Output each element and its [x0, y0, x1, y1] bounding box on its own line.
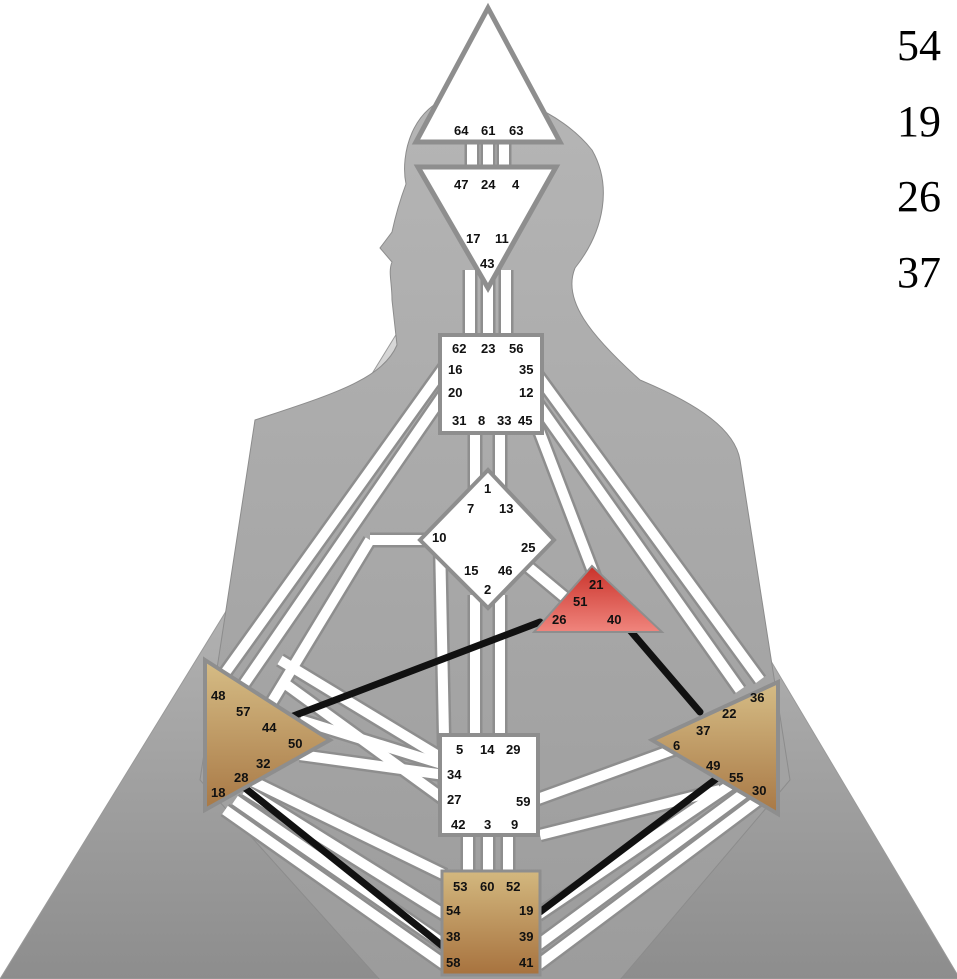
gate-label: 50: [288, 736, 302, 751]
solar-plexus-center: 36 22 37 6 49 55 30: [647, 678, 780, 818]
gate-label: 51: [573, 594, 587, 609]
gate-label: 62: [452, 341, 466, 356]
gate-label: 35: [519, 362, 533, 377]
gate-label: 55: [729, 770, 743, 785]
gate-label: 61: [481, 123, 495, 138]
gate-label: 34: [447, 767, 462, 782]
gate-label: 26: [552, 612, 566, 627]
channel-26-44: [284, 618, 544, 722]
gate-label: 46: [498, 563, 512, 578]
gate-label: 24: [481, 177, 496, 192]
gate-label: 44: [262, 720, 277, 735]
gate-label: 32: [256, 756, 270, 771]
gate-label: 11: [495, 231, 509, 246]
throat-center: 62 23 56 16 35 20 12 31 8 33 45: [438, 333, 544, 435]
gate-label: 19: [519, 903, 533, 918]
gate-label: 33: [497, 413, 511, 428]
sacral-center: 5 14 29 34 27 59 42 3 9: [438, 733, 540, 837]
gate-label: 21: [589, 577, 603, 592]
gate-label: 14: [480, 742, 495, 757]
gate-label: 15: [464, 563, 478, 578]
gate-label: 45: [518, 413, 532, 428]
side-number: 37: [897, 248, 941, 297]
gate-label: 43: [480, 256, 494, 271]
gate-label: 7: [467, 501, 474, 516]
gate-label: 48: [211, 688, 225, 703]
gate-label: 30: [752, 783, 766, 798]
gate-label: 23: [481, 341, 495, 356]
gate-label: 10: [432, 530, 446, 545]
gate-label: 53: [453, 879, 467, 894]
gate-label: 49: [706, 758, 720, 773]
side-number-list: 54 19 26 37: [897, 21, 941, 297]
gate-label: 2: [484, 582, 491, 597]
side-number: 26: [897, 172, 941, 221]
gate-label: 54: [446, 903, 461, 918]
gate-label: 25: [521, 540, 535, 555]
root-center: 53 60 52 54 19 38 39 58 41: [440, 869, 542, 977]
gate-label: 60: [480, 879, 494, 894]
gate-label: 27: [447, 792, 461, 807]
ego-center: 21 51 26 40: [531, 564, 665, 633]
gate-label: 63: [509, 123, 523, 138]
gate-label: 42: [451, 817, 465, 832]
active-channels: [241, 618, 724, 952]
gate-label: 58: [446, 955, 460, 970]
g-center: 1 7 13 10 25 15 46 2: [417, 467, 557, 611]
gate-label: 22: [722, 706, 736, 721]
gate-label: 36: [750, 690, 764, 705]
gate-label: 38: [446, 929, 460, 944]
gate-label: 28: [234, 770, 248, 785]
gate-label: 13: [499, 501, 513, 516]
gate-label: 41: [519, 955, 533, 970]
gate-label: 59: [516, 794, 530, 809]
gate-label: 16: [448, 362, 462, 377]
gate-label: 57: [236, 704, 250, 719]
gate-label: 4: [512, 177, 520, 192]
channel-18-58: [241, 784, 449, 952]
channel-37-40: [624, 624, 704, 716]
gate-label: 20: [448, 385, 462, 400]
gate-label: 3: [484, 817, 491, 832]
side-number: 54: [897, 21, 941, 70]
gate-label: 31: [452, 413, 466, 428]
gate-label: 64: [454, 123, 469, 138]
gate-label: 17: [466, 231, 480, 246]
gate-label: 56: [509, 341, 523, 356]
gate-label: 40: [607, 612, 621, 627]
gate-label: 47: [454, 177, 468, 192]
ajna-center: 47 24 4 17 11 43: [413, 164, 561, 294]
gate-label: 12: [519, 385, 533, 400]
head-center: 64 61 63: [411, 2, 565, 145]
gate-label: 6: [673, 738, 680, 753]
gate-label: 9: [511, 817, 518, 832]
gate-label: 29: [506, 742, 520, 757]
gate-label: 52: [506, 879, 520, 894]
gate-label: 8: [478, 413, 485, 428]
gate-label: 18: [211, 785, 225, 800]
gate-label: 1: [484, 481, 491, 496]
gate-label: 39: [519, 929, 533, 944]
gate-label: 37: [696, 723, 710, 738]
side-number: 19: [897, 97, 941, 146]
channel-19-49: [536, 772, 724, 916]
gate-label: 5: [456, 742, 463, 757]
spleen-center: 48 57 44 50 32 28 18: [203, 656, 334, 814]
